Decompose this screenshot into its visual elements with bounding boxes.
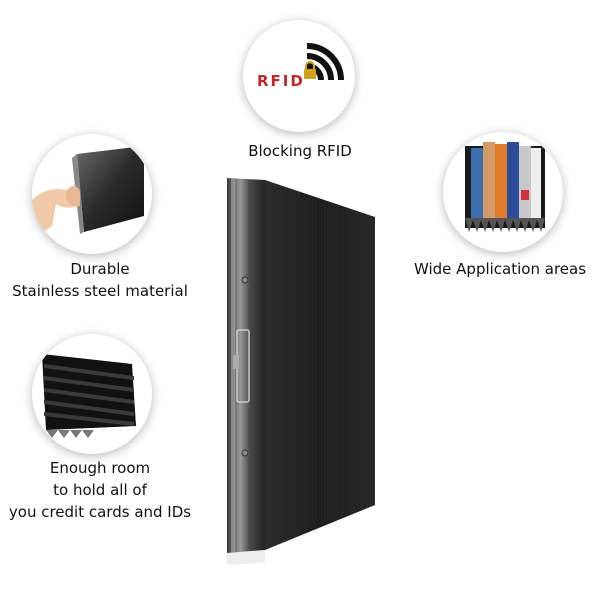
durable-caption-line-2: Stainless steel material bbox=[12, 282, 188, 300]
card-case-product-image bbox=[227, 178, 375, 565]
room-caption-line-1: Enough room bbox=[49, 459, 151, 477]
rfid-caption: Blocking RFID bbox=[248, 142, 352, 160]
rfid-badge-text: RFID bbox=[257, 72, 305, 90]
durable-caption: Durable Stainless steel material bbox=[0, 258, 200, 302]
slots-illustration bbox=[42, 354, 136, 438]
open-case-with-cards-photo bbox=[443, 132, 563, 252]
durable-caption-line-1: Durable bbox=[70, 260, 130, 278]
rfid-badge: RFID bbox=[243, 20, 355, 132]
rfid-wireless-lock-icon bbox=[304, 43, 344, 81]
wide-application-caption: Wide Application areas bbox=[413, 260, 587, 278]
hand-holding-case-illustration bbox=[32, 146, 144, 234]
room-caption-line-2: to hold all of bbox=[53, 481, 147, 499]
open-case-slots-photo bbox=[32, 334, 152, 454]
cards-illustration bbox=[465, 142, 545, 232]
enough-room-caption: Enough room to hold all of you credit ca… bbox=[0, 457, 200, 523]
room-caption-line-3: you credit cards and IDs bbox=[8, 503, 192, 521]
hand-holding-case-photo bbox=[32, 134, 152, 254]
